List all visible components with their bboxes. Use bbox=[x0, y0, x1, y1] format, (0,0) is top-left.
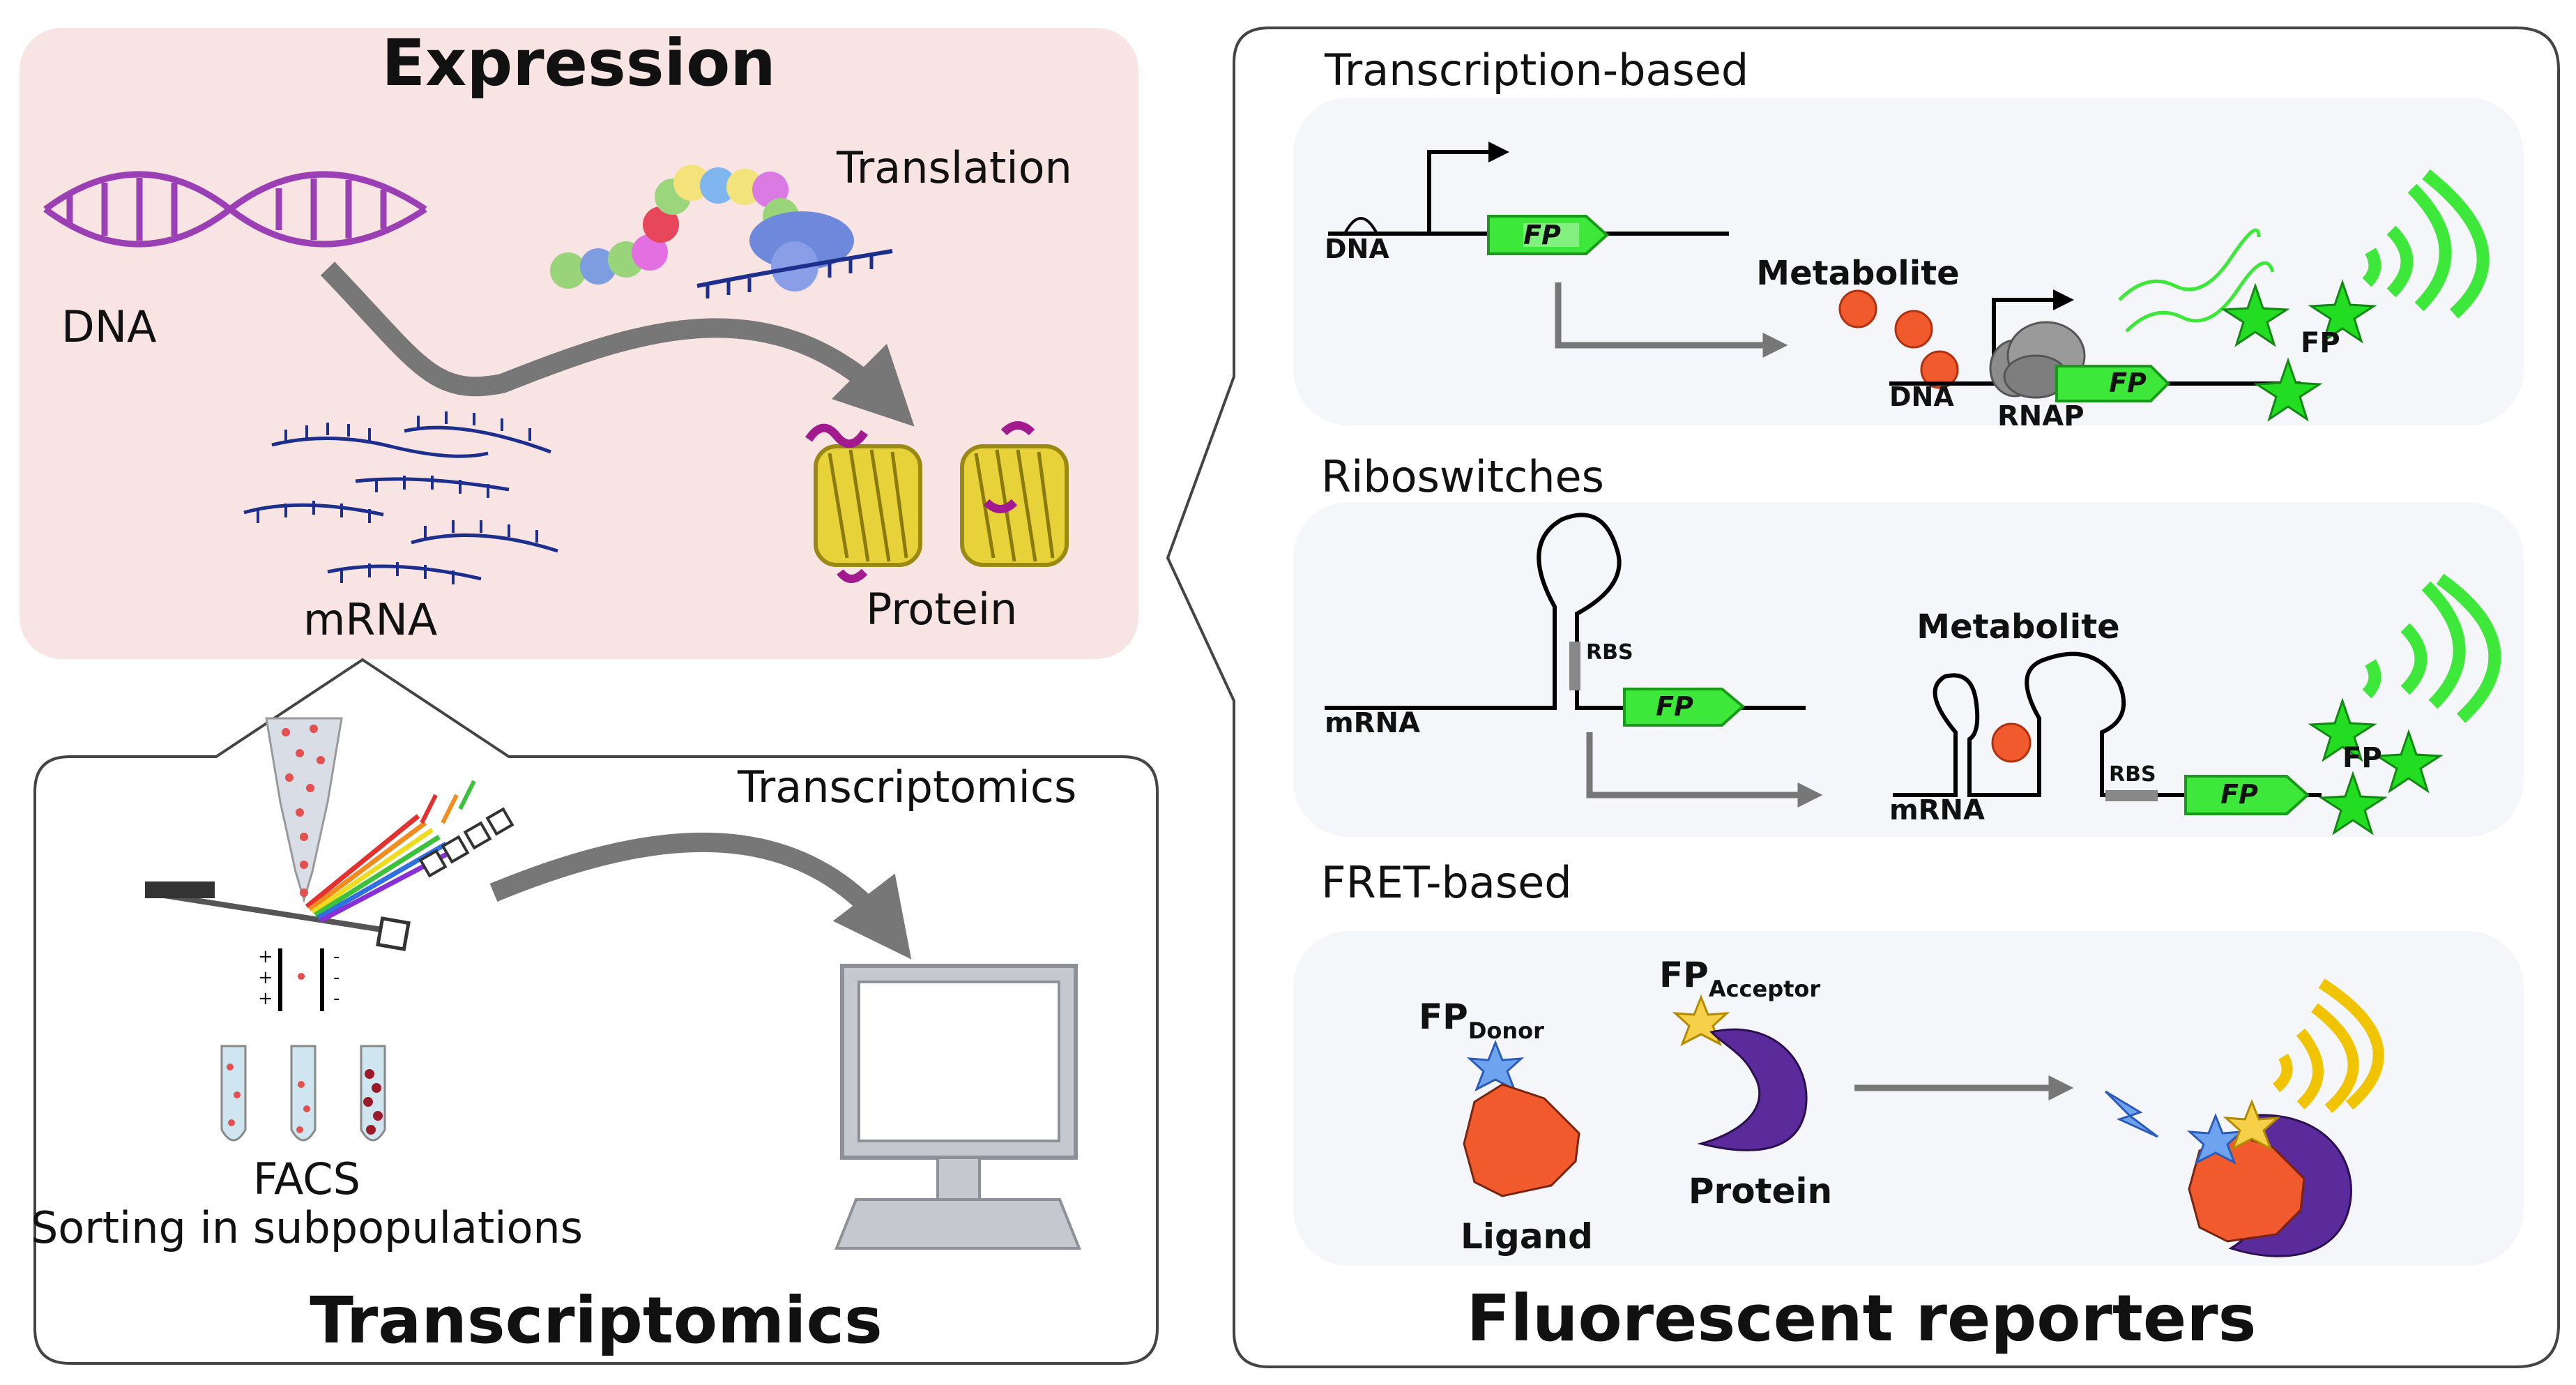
fret-fp-donor: FPDonor bbox=[1419, 997, 1544, 1044]
riboswitch-mrna2: mRNA bbox=[1889, 794, 1985, 826]
riboswitch-section bbox=[1293, 502, 2524, 837]
fret-fp-acceptor: FPAcceptor bbox=[1659, 955, 1820, 1002]
translation-icon bbox=[550, 165, 893, 298]
riboswitch-heading: Riboswitches bbox=[1321, 451, 1604, 502]
dna-helix-icon bbox=[43, 171, 427, 248]
reporters-title: Fluorescent reporters bbox=[1467, 1281, 2257, 1356]
riboswitch-rbs: RBS bbox=[1586, 640, 1633, 665]
receptor-protein-icon bbox=[1697, 1028, 1808, 1151]
riboswitch-mrna: mRNA bbox=[1325, 707, 1420, 739]
fret-ligand: Ligand bbox=[1461, 1216, 1593, 1257]
mrna-label: mRNA bbox=[303, 594, 437, 645]
svg-text:-: - bbox=[333, 946, 340, 967]
riboswitch-fp: FP bbox=[1656, 691, 1693, 722]
mrna-ticks bbox=[257, 411, 538, 584]
expression-arrow bbox=[320, 262, 915, 427]
riboswitch-rbs2: RBS bbox=[2109, 762, 2156, 787]
transcriptomics-panel: Transcriptomics bbox=[31, 658, 1159, 1365]
facs-label: FACS bbox=[253, 1153, 360, 1204]
computer-monitor-icon bbox=[834, 964, 1081, 1250]
svg-text:-: - bbox=[333, 988, 340, 1009]
transcription-dna2: DNA bbox=[1889, 381, 1954, 412]
transcription-rnap: RNAP bbox=[1997, 400, 2085, 432]
transcription-diagram: FP DNA Metabolite DNA RNAP FP FP bbox=[1325, 142, 2490, 432]
protein-barrel-icon bbox=[805, 421, 1069, 583]
svg-text:+: + bbox=[258, 967, 273, 988]
transcription-metabolite: Metabolite bbox=[1756, 254, 1959, 293]
protein-label: Protein bbox=[866, 584, 1017, 635]
donor-star-icon bbox=[1466, 1039, 1525, 1092]
excitation-bolt-icon bbox=[2104, 1090, 2158, 1138]
transcriptomics-subtitle: Transcriptomics bbox=[737, 762, 1076, 812]
riboswitch-fp-star: FP bbox=[2342, 742, 2382, 774]
translation-label: Translation bbox=[836, 142, 1072, 193]
fret-protein: Protein bbox=[1689, 1171, 1832, 1211]
sorting-label: Sorting in subpopulations bbox=[31, 1202, 583, 1253]
reporters-panel: Fluorescent reporters Transcription-base… bbox=[1166, 27, 2560, 1368]
svg-text:-: - bbox=[333, 967, 340, 988]
transcription-dna: DNA bbox=[1325, 234, 1389, 264]
transcriptomics-title: Transcriptomics bbox=[310, 1283, 883, 1358]
transcription-fp2: FP bbox=[2109, 368, 2147, 398]
riboswitch-fp2: FP bbox=[2220, 779, 2258, 810]
transcription-fp-star: FP bbox=[2301, 327, 2340, 359]
riboswitch-diagram: RBS mRNA FP Metabolite RBS mRNA FP FP bbox=[1325, 513, 2501, 835]
transcription-fp: FP bbox=[1523, 220, 1561, 250]
svg-text:+: + bbox=[258, 988, 273, 1009]
ligand-shape-icon bbox=[1463, 1083, 1580, 1197]
transcription-heading: Transcription-based bbox=[1324, 45, 1748, 96]
svg-text:+: + bbox=[258, 946, 273, 967]
facs-instrument-icon: +++ --- bbox=[145, 717, 515, 1142]
expression-title: Expression bbox=[381, 26, 776, 100]
fret-heading: FRET-based bbox=[1321, 857, 1572, 908]
dna-label: DNA bbox=[61, 301, 157, 352]
fret-diagram: FPDonor Ligand FPAcceptor Protein bbox=[1419, 955, 2384, 1257]
transcriptomics-arrow bbox=[489, 832, 912, 960]
expression-panel: Expression DNA bbox=[20, 26, 1138, 659]
riboswitch-metabolite: Metabolite bbox=[1916, 607, 2119, 646]
